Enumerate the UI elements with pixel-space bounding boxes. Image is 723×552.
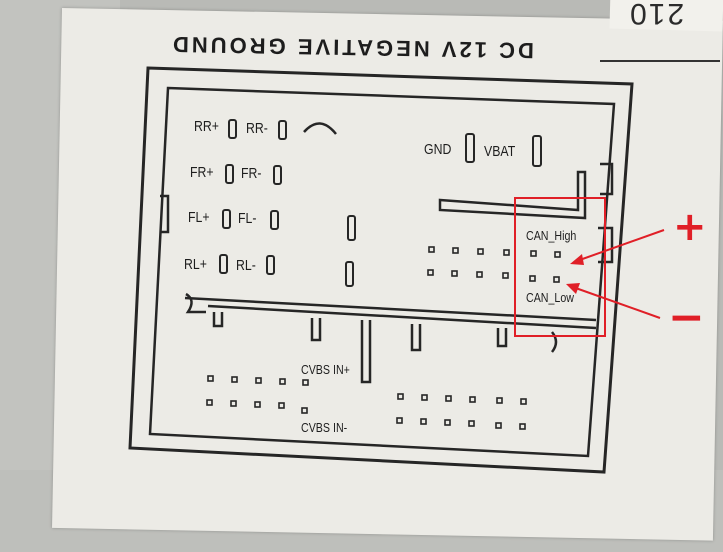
inner-frame xyxy=(148,86,616,458)
pin xyxy=(553,276,560,283)
label-fr-minus: FR- xyxy=(241,165,262,182)
label-rr-minus: RR- xyxy=(246,120,268,137)
label-rr-plus: RR+ xyxy=(194,118,219,135)
slot-gnd xyxy=(465,133,475,163)
pin xyxy=(278,402,285,409)
slot-rr-minus xyxy=(278,120,287,140)
divider-line-2 xyxy=(207,304,597,330)
pin xyxy=(207,375,214,382)
slot-rl-minus xyxy=(266,255,275,275)
pin xyxy=(397,393,404,400)
pin xyxy=(301,407,308,414)
pin xyxy=(469,396,476,403)
pin xyxy=(520,398,527,405)
right-notch xyxy=(600,162,614,196)
pin xyxy=(451,270,458,277)
slot-fl-minus xyxy=(270,210,279,230)
label-fl-plus: FL+ xyxy=(188,209,210,226)
label-can-high: CAN_High xyxy=(526,228,577,243)
right-hook xyxy=(550,331,558,353)
arrow-can-low xyxy=(569,285,661,319)
pin xyxy=(503,249,510,256)
label-cvbs-in-plus: CVBS IN+ xyxy=(301,362,350,377)
title-rule xyxy=(600,60,720,62)
peg-2 xyxy=(310,318,322,342)
label-can-low: CAN_Low xyxy=(526,290,574,305)
pin xyxy=(302,379,309,386)
pin xyxy=(279,378,286,385)
slot-vbat xyxy=(532,135,542,167)
arrowhead-can-low xyxy=(566,283,580,294)
label-rl-plus: RL+ xyxy=(184,256,207,273)
peg-3 xyxy=(360,320,372,384)
pin xyxy=(421,394,428,401)
peg-4 xyxy=(410,324,422,352)
pin xyxy=(529,275,536,282)
peg-1 xyxy=(212,312,224,328)
pin xyxy=(468,420,475,427)
pin xyxy=(477,248,484,255)
pin xyxy=(428,246,435,253)
pin xyxy=(496,397,503,404)
pin xyxy=(476,271,483,278)
pin xyxy=(495,422,502,429)
label-fr-plus: FR+ xyxy=(190,164,214,181)
slot-mid-2 xyxy=(345,261,354,287)
slot-fr-minus xyxy=(273,165,282,185)
pin xyxy=(420,418,427,425)
pin xyxy=(554,251,561,258)
left-hook xyxy=(185,292,206,314)
arrow-can-high xyxy=(573,229,665,263)
can-highlight-box xyxy=(514,197,606,337)
slot-fr-plus xyxy=(225,164,234,184)
key-bar xyxy=(438,170,587,220)
pin xyxy=(206,399,213,406)
label-vbat: VBAT xyxy=(484,143,516,160)
minus-annotation: − xyxy=(668,292,705,343)
outer-frame xyxy=(128,66,634,474)
plus-annotation: + xyxy=(673,204,707,250)
divider-line xyxy=(184,296,597,322)
pin xyxy=(230,400,237,407)
pin xyxy=(452,247,459,254)
peg-5 xyxy=(496,328,508,348)
pin xyxy=(254,401,261,408)
slot-fl-plus xyxy=(222,209,231,229)
pin xyxy=(445,395,452,402)
pin xyxy=(444,419,451,426)
pin xyxy=(530,250,537,257)
label-fl-minus: FL- xyxy=(238,210,257,227)
key-arc xyxy=(303,122,337,135)
pin xyxy=(502,272,509,279)
left-notch xyxy=(160,194,170,234)
pin xyxy=(255,377,262,384)
slot-rl-plus xyxy=(219,254,228,274)
label-gnd: GND xyxy=(424,141,452,158)
label-cvbs-in-minus: CVBS IN- xyxy=(301,420,348,435)
pin xyxy=(427,269,434,276)
arrowhead-can-high xyxy=(570,254,584,265)
pin xyxy=(519,423,526,430)
label-rl-minus: RL- xyxy=(236,257,256,274)
pin xyxy=(231,376,238,383)
pin xyxy=(396,417,403,424)
slot-rr-plus xyxy=(228,119,237,139)
slot-mid-1 xyxy=(347,215,356,241)
